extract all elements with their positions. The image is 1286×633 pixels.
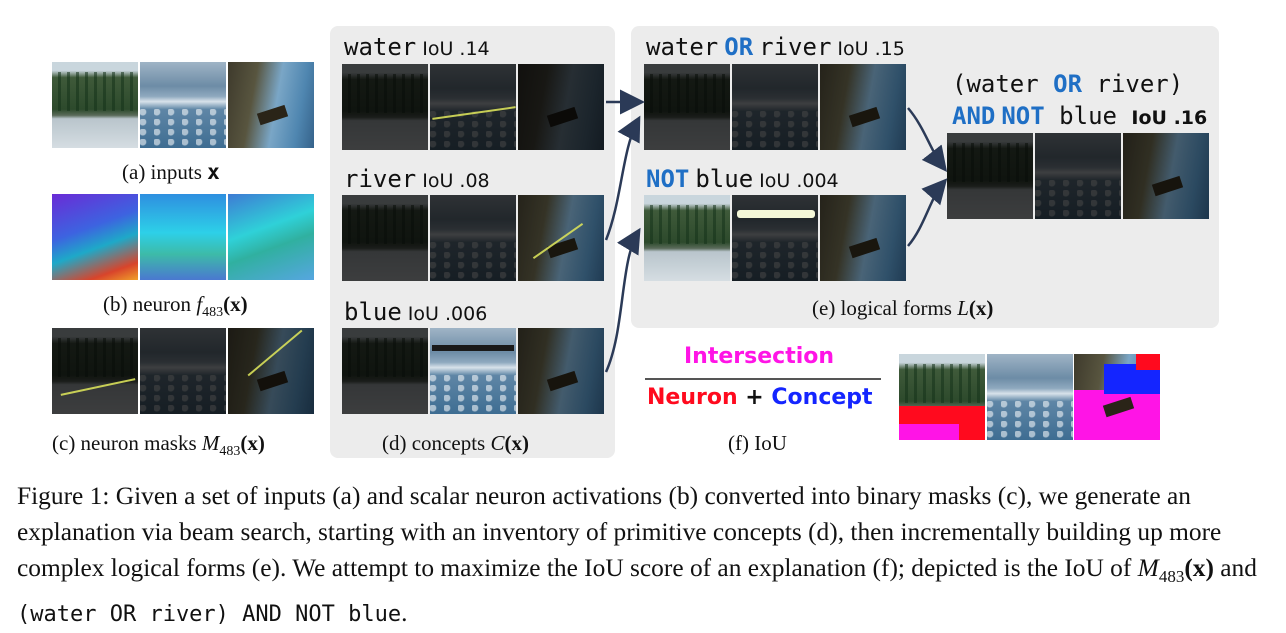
label-e: (e) logical forms L(x) — [812, 296, 994, 320]
form1-image-3 — [820, 64, 906, 150]
concept-river-title: river IoU .08 — [344, 165, 490, 193]
iou-image-1 — [899, 354, 985, 440]
mask-image-1 — [52, 328, 138, 414]
iou-image-2 — [987, 354, 1073, 440]
concept-water-title: water IoU .14 — [344, 33, 490, 61]
form-water-or-river-title: water OR river IoU .15 — [646, 33, 905, 61]
activation-image-3 — [228, 194, 314, 280]
form1-image-2 — [732, 64, 818, 150]
iou-fraction-bar — [645, 378, 881, 380]
form2-image-1 — [644, 195, 730, 281]
mask-image-2 — [140, 328, 226, 414]
final-image-2 — [1035, 133, 1121, 219]
concept-blue-image-3 — [518, 328, 604, 414]
final-image-1 — [947, 133, 1033, 219]
form2-image-2 — [732, 195, 818, 281]
concept-blue-title: blue IoU .006 — [344, 298, 488, 326]
figure-caption: Figure 1: Given a set of inputs (a) and … — [17, 482, 1257, 628]
iou-image-3 — [1074, 354, 1160, 440]
concept-water-image-1 — [342, 64, 428, 150]
form2-mask-strip — [737, 210, 815, 218]
concept-blue-image-2 — [430, 328, 516, 414]
concept-river-image-1 — [342, 195, 428, 281]
activation-image-2 — [140, 194, 226, 280]
label-b: (b) neuron f483(x) — [103, 292, 248, 321]
label-a: (a) inputs x — [122, 160, 220, 184]
label-f: (f) IoU — [728, 431, 787, 455]
concept-river-image-2 — [430, 195, 516, 281]
input-image-3 — [228, 62, 314, 148]
mask-image-3 — [228, 328, 314, 414]
form-not-blue-title: NOT blue IoU .004 — [646, 165, 839, 193]
final-form-line1: (water OR river) — [952, 70, 1184, 98]
activation-image-1 — [52, 194, 138, 280]
final-form-line2: AND NOT blue IoU .16 — [952, 102, 1208, 130]
iou-numerator: Intersection — [684, 344, 835, 369]
concept-water-image-3 — [518, 64, 604, 150]
final-image-3 — [1123, 133, 1209, 219]
input-image-2 — [140, 62, 226, 148]
form1-image-1 — [644, 64, 730, 150]
iou-denominator: Neuron + Concept — [647, 385, 873, 410]
concept-blue-mask-strip — [432, 345, 514, 351]
label-d: (d) concepts C(x) — [382, 431, 529, 455]
label-c: (c) neuron masks M483(x) — [52, 431, 265, 460]
form2-image-3 — [820, 195, 906, 281]
concept-blue-image-1 — [342, 328, 428, 414]
input-image-1 — [52, 62, 138, 148]
